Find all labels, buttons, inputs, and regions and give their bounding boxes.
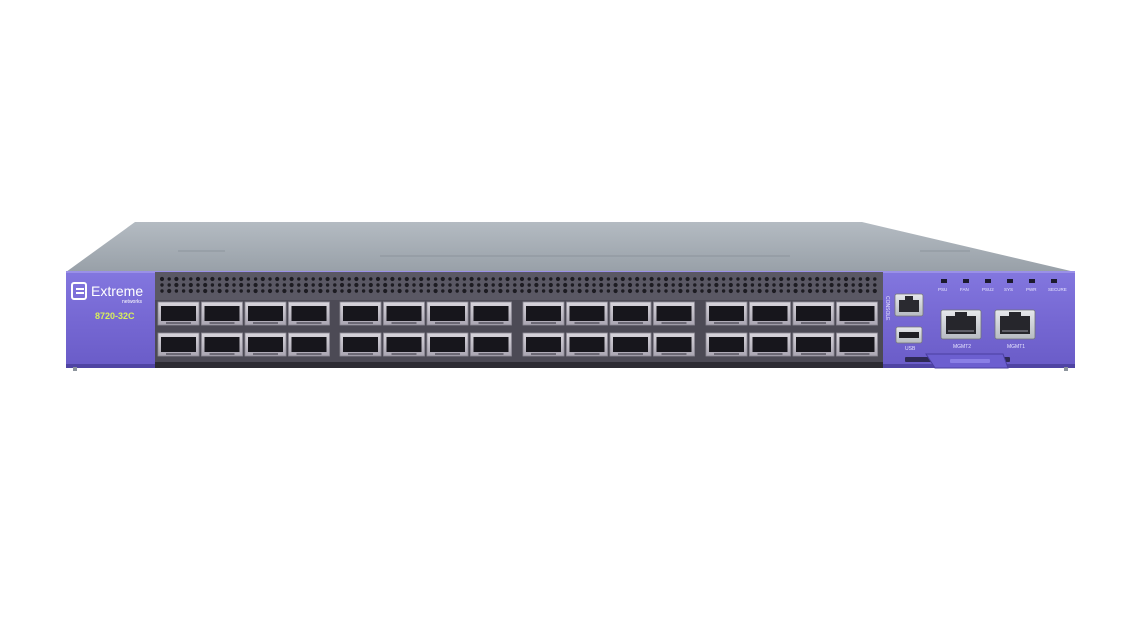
led-label: PSU: [938, 287, 947, 292]
qsfp-port[interactable]: [566, 301, 608, 326]
chassis-top: [66, 222, 1075, 272]
qsfp-port[interactable]: [792, 301, 835, 326]
status-led: [963, 279, 969, 283]
extreme-e-logo-icon: [71, 282, 87, 300]
qsfp-port[interactable]: [288, 332, 330, 357]
mgmt1-label: MGMT1: [1007, 344, 1025, 350]
mgmt2-label: MGMT2: [953, 344, 971, 350]
console-port[interactable]: [894, 293, 924, 317]
usb-label: USB: [905, 346, 916, 352]
qsfp-port[interactable]: [566, 332, 608, 357]
vent-holes: [159, 276, 877, 294]
qsfp-port[interactable]: [244, 301, 287, 326]
status-led: [1029, 279, 1035, 283]
status-led: [1007, 279, 1013, 283]
qsfp-port[interactable]: [339, 332, 382, 357]
model-label: 8720-32C: [95, 311, 135, 321]
led-label: FAN: [960, 287, 969, 292]
qsfp-port[interactable]: [383, 332, 425, 357]
qsfp-port[interactable]: [522, 301, 565, 326]
mgmt2-port[interactable]: [940, 309, 982, 340]
qsfp-port[interactable]: [383, 301, 425, 326]
brand-logo: Extreme networks: [71, 282, 143, 305]
qsfp-port[interactable]: [609, 332, 652, 357]
status-led: [985, 279, 991, 283]
qsfp-port[interactable]: [792, 332, 835, 357]
qsfp-port[interactable]: [836, 332, 878, 357]
led-label: SECURE: [1048, 287, 1067, 292]
qsfp-port[interactable]: [705, 301, 748, 326]
qsfp-port[interactable]: [201, 301, 243, 326]
qsfp-port[interactable]: [705, 332, 748, 357]
qsfp-port[interactable]: [288, 301, 330, 326]
led-label: PWR: [1026, 287, 1037, 292]
qsfp-port[interactable]: [653, 332, 695, 357]
qsfp-port[interactable]: [749, 332, 791, 357]
qsfp-port[interactable]: [426, 301, 469, 326]
led-label: PSU2: [982, 287, 994, 292]
mgmt1-port[interactable]: [994, 309, 1036, 340]
qsfp-port[interactable]: [244, 332, 287, 357]
qsfp-port[interactable]: [201, 332, 243, 357]
pull-tab-handle[interactable]: [905, 353, 1010, 369]
qsfp-port-array: [157, 301, 878, 357]
status-led: [1051, 279, 1057, 283]
qsfp-port[interactable]: [836, 301, 878, 326]
qsfp-port[interactable]: [609, 301, 652, 326]
usb-port[interactable]: [895, 326, 923, 344]
console-label: CONSOLE: [884, 296, 890, 321]
led-label: SYS: [1004, 287, 1013, 292]
qsfp-port[interactable]: [749, 301, 791, 326]
status-led-panel: PSU FAN PSU2 SYS PWR SECURE: [938, 279, 1067, 292]
qsfp-port[interactable]: [470, 301, 512, 326]
qsfp-port[interactable]: [157, 301, 200, 326]
qsfp-port[interactable]: [522, 332, 565, 357]
qsfp-port[interactable]: [470, 332, 512, 357]
qsfp-port[interactable]: [339, 301, 382, 326]
qsfp-port[interactable]: [426, 332, 469, 357]
qsfp-port[interactable]: [653, 301, 695, 326]
brand-name: Extreme: [91, 283, 143, 299]
brand-sub: networks: [122, 299, 143, 305]
qsfp-port[interactable]: [157, 332, 200, 357]
status-led: [941, 279, 947, 283]
